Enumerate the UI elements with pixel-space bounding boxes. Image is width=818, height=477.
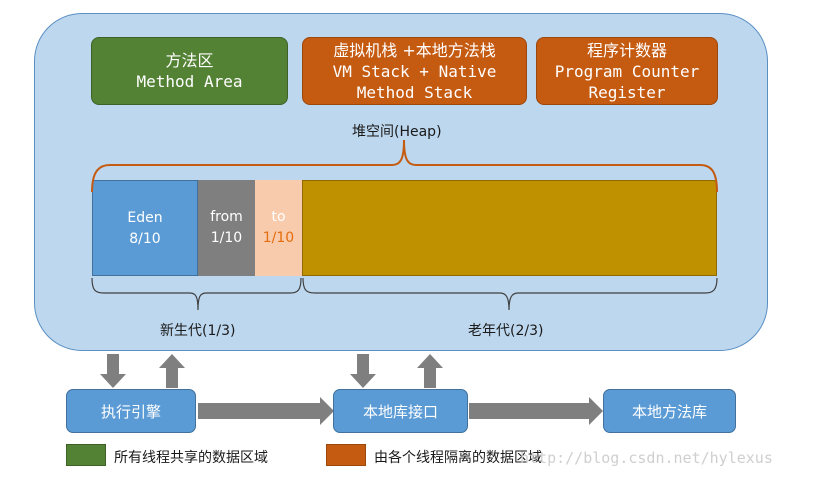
native-library-box: 本地方法库: [603, 389, 736, 433]
execution-engine-box: 执行引擎: [66, 389, 196, 433]
arrow-down-exec-engine: [100, 354, 126, 388]
old-generation-bracket: [302, 277, 718, 311]
from-survivor-space: from 1/10: [198, 180, 255, 276]
heap-label: 堆空间(Heap): [352, 124, 442, 140]
watermark: http://blog.csdn.net/hylexus: [520, 449, 773, 467]
old-generation-space: [302, 180, 717, 276]
method-area-cn: 方法区: [165, 51, 214, 70]
eden-space: Eden 8/10: [92, 180, 198, 276]
vm-stack-en-line2: Method Stack: [356, 82, 473, 102]
young-generation-bracket: [91, 277, 302, 311]
method-area-box: 方法区 Method Area: [91, 37, 288, 105]
vm-stack-cn: 虚拟机栈 +本地方法栈: [333, 40, 496, 60]
eden-name: Eden: [127, 210, 163, 226]
vm-stack-en-line1: VM Stack + Native: [332, 61, 497, 81]
legend-per-thread-swatch: [326, 444, 366, 466]
to-survivor-space: to 1/10: [255, 180, 302, 276]
legend-per-thread-text: 由各个线程隔离的数据区域: [374, 450, 542, 466]
arrow-exec-to-native-interface: [198, 397, 334, 425]
native-interface-box: 本地库接口: [333, 389, 468, 433]
from-ratio: 1/10: [210, 230, 243, 246]
legend-shared-swatch: [66, 444, 106, 466]
heap-brace: [91, 139, 718, 193]
arrow-native-interface-to-library: [469, 397, 603, 425]
pc-register-en-line1: Program Counter: [554, 61, 700, 81]
from-name: from: [210, 209, 243, 225]
to-name: to: [271, 209, 286, 225]
arrow-down-native-interface: [350, 354, 376, 388]
pc-register-en-line2: Register: [588, 82, 666, 102]
legend-shared-text: 所有线程共享的数据区域: [114, 450, 268, 466]
arrow-up-native-interface: [417, 354, 443, 388]
pc-register-cn: 程序计数器: [586, 40, 667, 60]
vm-stack-box: 虚拟机栈 +本地方法栈 VM Stack + Native Method Sta…: [302, 37, 527, 105]
pc-register-box: 程序计数器 Program Counter Register: [536, 37, 718, 105]
method-area-en: Method Area: [136, 72, 243, 91]
eden-ratio: 8/10: [129, 231, 161, 247]
young-generation-label: 新生代(1/3): [160, 323, 236, 339]
arrow-up-exec-engine: [159, 354, 185, 388]
to-ratio: 1/10: [262, 230, 295, 246]
old-generation-label: 老年代(2/3): [468, 323, 544, 339]
